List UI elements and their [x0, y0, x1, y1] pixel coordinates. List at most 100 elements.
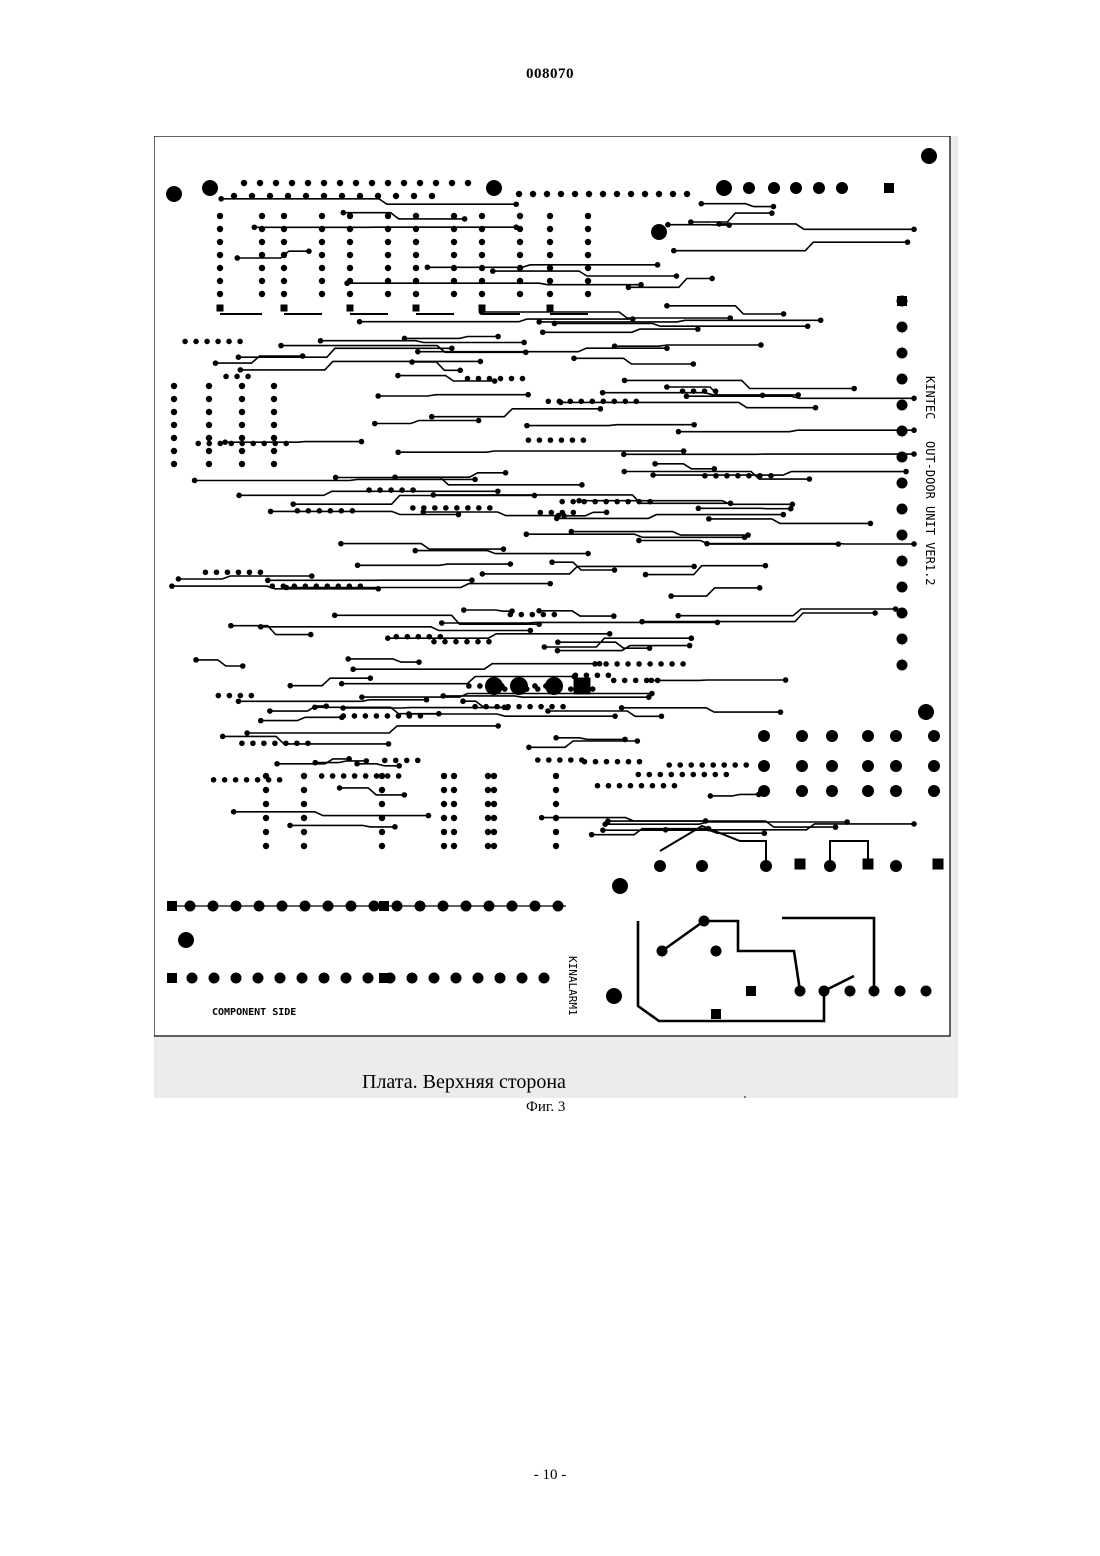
pcb-pad: [216, 693, 222, 699]
pcb-pad: [281, 583, 287, 589]
pcb-pad: [259, 239, 265, 245]
pcb-pad: [309, 573, 315, 579]
pcb-pad: [547, 581, 553, 587]
pcb-pad: [539, 815, 545, 821]
pcb-pad: [478, 359, 484, 365]
pcb-pad: [318, 338, 324, 344]
edge-pad: [897, 478, 908, 489]
pcb-pad: [239, 448, 245, 454]
pcb-pad: [696, 506, 702, 512]
pcb-pad: [781, 311, 787, 317]
pcb-pad: [547, 239, 553, 245]
terminal-pad: [928, 785, 940, 797]
pcb-pad: [250, 740, 256, 746]
pcb-pad: [604, 510, 610, 516]
pcb-pad: [844, 819, 850, 825]
pcb-pad: [619, 705, 625, 711]
pcb-pad: [375, 193, 381, 199]
pcb-pad: [487, 505, 493, 511]
pcb-pad: [525, 392, 531, 398]
pcb-pad: [516, 704, 522, 710]
pcb-pad: [649, 691, 655, 697]
pcb-pad: [516, 191, 522, 197]
pcb-pad: [226, 339, 232, 345]
pcb-pad: [438, 634, 444, 640]
edge-pad: [897, 556, 908, 567]
pcb-pad: [289, 180, 295, 186]
pcb-pad: [517, 278, 523, 284]
pcb-pad: [625, 661, 631, 667]
pcb-pad: [271, 435, 277, 441]
pcb-pad: [217, 265, 223, 271]
relay-pad: [869, 986, 880, 997]
pcb-pad: [375, 393, 381, 399]
pcb-pad: [244, 777, 250, 783]
pcb-pad: [312, 704, 318, 710]
pcb-pad: [681, 448, 687, 454]
pcb-pad: [263, 843, 269, 849]
pcb-figure: KINTEC OUT-DOOR UNIT VER1.2 KINALARM1 CO…: [154, 136, 958, 1098]
document-number: 008070: [0, 66, 1100, 83]
pcb-pad: [585, 278, 591, 284]
pcb-pad: [234, 374, 240, 380]
pcb-pad: [663, 827, 669, 833]
pcb-pad: [412, 548, 418, 554]
edge-pad: [897, 348, 908, 359]
pcb-pad: [214, 569, 220, 575]
pcb-pad: [413, 265, 419, 271]
pcb-pad: [638, 282, 644, 288]
mounting-hole: [166, 186, 182, 202]
connector-pad: [253, 973, 264, 984]
pcb-pad: [521, 340, 527, 346]
pcb-pad: [701, 772, 707, 778]
pcb-pad: [485, 787, 491, 793]
pcb-pad: [443, 505, 449, 511]
pcb-pad: [267, 708, 273, 714]
pcb-pad: [345, 656, 351, 662]
pcb-pad: [295, 508, 301, 514]
pcb-pad: [656, 191, 662, 197]
pcb-pad: [306, 248, 312, 254]
pcb-pad: [301, 829, 307, 835]
pcb-pad: [441, 787, 447, 793]
pcb-pad: [553, 801, 559, 807]
pcb-pad: [261, 441, 267, 447]
pcb-pad: [393, 758, 399, 764]
pcb-pad: [479, 213, 485, 219]
pcb-pad: [283, 740, 289, 746]
edge-pad: [897, 530, 908, 541]
pcb-pad: [622, 378, 628, 384]
connector-pad: [553, 901, 564, 912]
pcb-pad: [612, 399, 618, 405]
figure-caption: Плата. Верхняя сторона: [362, 1071, 566, 1094]
pcb-pad: [429, 193, 435, 199]
pcb-pad: [813, 405, 819, 411]
connector-pad: [836, 182, 848, 194]
pcb-pad: [585, 551, 591, 557]
pcb-pad: [781, 512, 787, 518]
pcb-pad: [292, 583, 298, 589]
pcb-pad: [872, 610, 878, 616]
pcb-pad: [259, 291, 265, 297]
pcb-pad: [433, 180, 439, 186]
pcb-pad: [480, 571, 486, 577]
pcb-pad: [783, 677, 789, 683]
pcb-pad: [231, 193, 237, 199]
connector-pad: [451, 973, 462, 984]
pcb-pad: [385, 239, 391, 245]
pcb-pad: [454, 505, 460, 511]
connector-pad: [530, 901, 541, 912]
pcb-pad: [805, 323, 811, 329]
pcb-pad: [193, 339, 199, 345]
pcb-pad: [274, 761, 280, 767]
connector-pad: [275, 973, 286, 984]
pcb-pad: [258, 569, 264, 575]
pcb-pad: [272, 740, 278, 746]
pcb-pad: [836, 541, 842, 547]
pcb-pad: [593, 759, 599, 765]
connector-pad: [300, 901, 311, 912]
pcb-pad: [271, 383, 277, 389]
pcb-pad: [350, 666, 356, 672]
pcb-square-pad: [347, 305, 354, 312]
relay-pad: [657, 946, 668, 957]
